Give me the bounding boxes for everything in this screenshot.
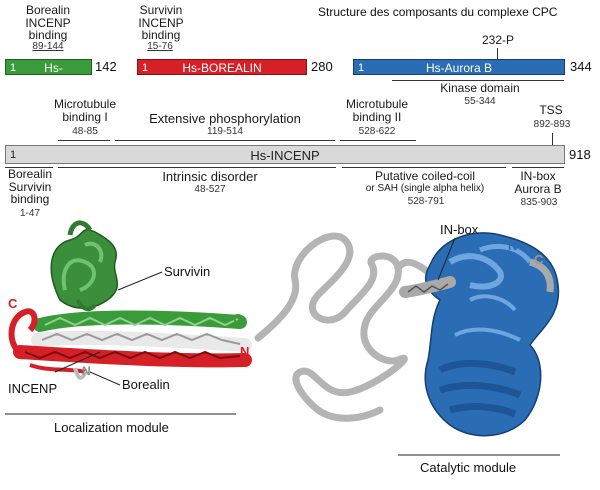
incenp-mt1-line — [58, 140, 110, 141]
incenp-disorder-line — [58, 167, 336, 168]
aurora-kinase-structure — [399, 232, 560, 437]
figure-title: Structure des composants du complexe CPC — [318, 5, 558, 19]
incenp-disorder-label: Intrinsic disorder — [162, 169, 258, 184]
incenp-phos-label: Extensive phosphorylation — [149, 111, 301, 126]
incenp-structure-label: INCENP — [8, 381, 58, 396]
borealin-domain-label: Survivin INCENP binding — [138, 3, 184, 43]
aurora-end: 344 — [570, 59, 592, 74]
aurora-bar-label: Hs-Aurora B — [425, 61, 493, 75]
incenp-bar-label: Hs-INCENP — [250, 148, 320, 163]
aurora-site: 232-P — [481, 33, 515, 47]
inbox-pointer — [437, 237, 456, 281]
catalytic-module-label: Catalytic module — [420, 460, 517, 475]
incenp-inbox-range: 835-903 — [520, 197, 558, 208]
aurora-domain-line — [392, 80, 564, 81]
aurora-domain-label: Kinase domain — [440, 81, 520, 95]
aurora-domain-range: 55-344 — [464, 96, 496, 107]
aurora-site-tick — [497, 48, 498, 59]
borealin-end: 280 — [311, 59, 333, 74]
incenp-inbox-label: IN-box Aurora B — [514, 169, 562, 196]
c-green-label: C — [233, 311, 243, 326]
survivin-start: 1 — [10, 62, 17, 74]
incenp-phos-range: 119-514 — [207, 126, 243, 137]
survivin-bar: 1 Hs-SURVIVIN — [5, 59, 92, 91]
incenp-tss-label: TSS — [539, 103, 563, 117]
incenp-coil-note: or SAH (single alpha helix) — [365, 183, 485, 194]
survivin-structure-label: Survivin — [164, 264, 211, 279]
borealin-start: 1 — [142, 62, 149, 74]
survivin-domain-range: 89-144 — [32, 41, 64, 52]
incenp-tss-tick — [552, 133, 553, 145]
incenp-bar: 1 Hs-INCENP — [5, 145, 565, 164]
three-helix-bundle — [8, 308, 252, 380]
borealin-bar: 1 Hs-BOREALIN — [137, 59, 307, 75]
incenp-linker — [254, 232, 408, 422]
incenp-inbox-line — [512, 167, 564, 168]
localization-module-label: Localization module — [54, 420, 169, 435]
incenp-phos-line — [115, 140, 335, 141]
incenp-linker-2 — [394, 258, 432, 276]
aurora-start: 1 — [358, 62, 365, 74]
n-red-label: N — [240, 344, 250, 359]
incenp-bind-label: Borealin Survivin binding — [7, 167, 53, 207]
survivin-domain-label: Borealin INCENP binding — [25, 3, 71, 43]
incenp-mt1-range: 48-85 — [72, 126, 98, 137]
incenp-bind-range: 1-47 — [19, 208, 40, 219]
incenp-bind-line — [5, 167, 53, 168]
incenp-mt1-label: Microtubule binding I — [53, 97, 117, 124]
survivin-structure — [50, 220, 119, 312]
c-grey-label: C — [534, 252, 544, 267]
incenp-pointer — [54, 351, 101, 373]
borealin-pointer — [89, 371, 121, 386]
incenp-end: 918 — [569, 147, 591, 162]
survivin-end: 142 — [95, 59, 117, 74]
survivin-pointer — [117, 271, 163, 291]
incenp-mt2-range: 528-622 — [358, 126, 396, 137]
incenp-start: 1 — [10, 149, 17, 161]
inbox-structure-label: IN-box — [440, 222, 479, 237]
incenp-mt2-line — [340, 140, 416, 141]
incenp-coil-label: Putative coiled-coil — [374, 169, 476, 183]
borealin-structure-label: Borealin — [122, 377, 170, 392]
c-red-label: C — [8, 296, 18, 311]
incenp-mt2-label: Microtubule binding II — [345, 97, 409, 124]
incenp-tss-range: 892-893 — [533, 119, 571, 130]
survivin-bar-label: Hs-SURVIVIN — [25, 61, 82, 91]
incenp-coil-line — [342, 167, 506, 168]
n-grey-label: N — [82, 364, 91, 378]
n-blue-label: N — [508, 238, 518, 253]
incenp-coil-range: 528-791 — [407, 196, 445, 207]
incenp-disorder-range: 48-527 — [194, 184, 226, 195]
borealin-domain-range: 15-76 — [147, 41, 173, 52]
aurora-bar: 1 Hs-Aurora B — [353, 59, 565, 75]
borealin-bar-label: Hs-BOREALIN — [182, 61, 262, 75]
